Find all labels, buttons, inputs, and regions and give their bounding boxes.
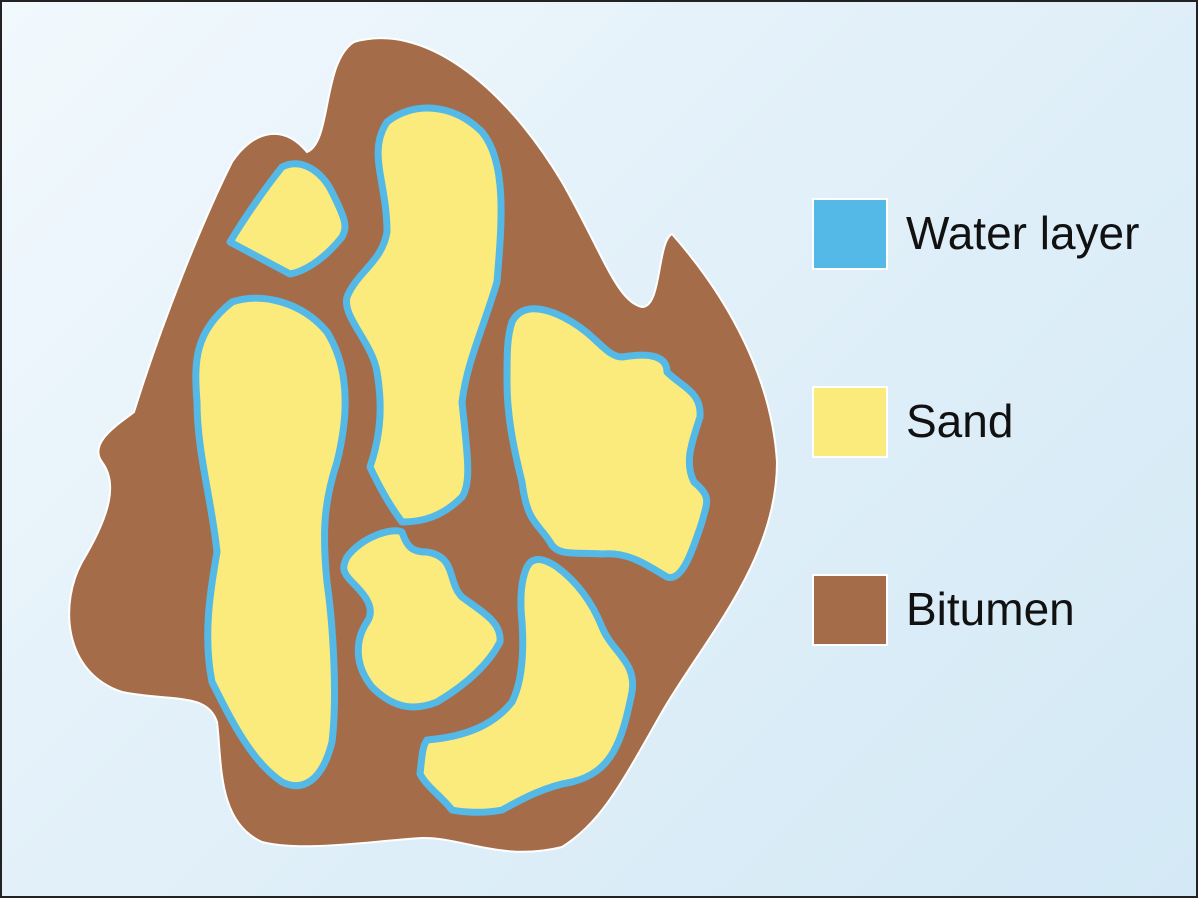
legend-item-sand: Sand: [812, 386, 1192, 462]
legend-label-water: Water layer: [906, 206, 1139, 260]
legend-label-sand: Sand: [906, 394, 1013, 448]
water-swatch: [812, 198, 888, 270]
legend-label-bitumen: Bitumen: [906, 582, 1075, 636]
legend-item-bitumen: Bitumen: [812, 574, 1192, 650]
legend-item-water: Water layer: [812, 198, 1192, 274]
sand-swatch: [812, 386, 888, 458]
bitumen-swatch: [812, 574, 888, 646]
